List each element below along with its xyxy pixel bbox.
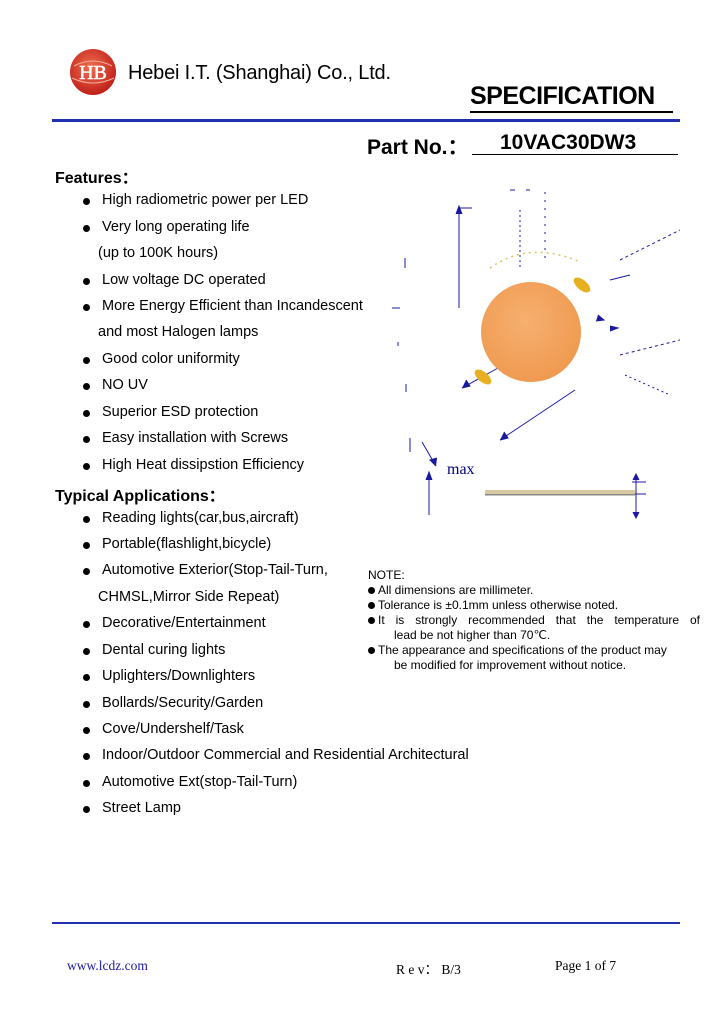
- document-title: SPECIFICATION: [470, 82, 655, 110]
- part-number-underline: [472, 154, 678, 155]
- feature-item: Easy installation with Screws: [82, 430, 289, 446]
- note-item: All dimensions are millimeter.: [368, 583, 700, 598]
- logo-text: HB: [79, 62, 107, 84]
- application-item: Portable(flashlight,bicycle): [82, 536, 272, 552]
- part-number-label: Part No.：: [367, 136, 469, 159]
- dimension-max-label: max: [447, 461, 475, 478]
- header-divider: [52, 119, 680, 122]
- feature-item: High Heat dissipstion Efficiency: [82, 457, 305, 473]
- applications-heading: Typical Applications：: [55, 488, 225, 505]
- application-item: Automotive Ext(stop-Tail-Turn): [82, 774, 298, 790]
- notes-block: NOTE: All dimensions are millimeter. Tol…: [368, 568, 700, 673]
- footer-website-link[interactable]: www.lcdz.com: [67, 958, 148, 973]
- feature-item: Good color uniformity: [83, 351, 240, 367]
- part-number-value: 10VAC30DW3: [500, 131, 637, 154]
- application-item: Uplighters/Downlighters: [82, 668, 256, 684]
- feature-item-continuation: and most Halogen lamps: [98, 324, 259, 340]
- application-item: Bollards/Security/Garden: [82, 695, 264, 711]
- feature-item: NO UV: [83, 377, 148, 393]
- application-item: Street Lamp: [83, 800, 181, 816]
- company-name: Hebei I.T. (Shanghai) Co., Ltd.: [128, 62, 391, 84]
- application-item: Dental curing lights: [82, 642, 226, 658]
- feature-item: Low voltage DC operated: [83, 272, 266, 288]
- features-heading: Features：: [55, 170, 138, 187]
- company-logo: HB: [68, 48, 118, 96]
- feature-item-continuation: (up to 100K hours): [98, 245, 219, 261]
- note-item: The appearance and specifications of the…: [368, 643, 700, 658]
- notes-heading: NOTE:: [368, 568, 405, 582]
- feature-item: Superior ESD protection: [82, 404, 259, 420]
- note-item-continuation: lead be not higher than 70℃.: [394, 628, 551, 642]
- led-dimension-drawing: [380, 180, 681, 520]
- footer-page-number: Page 1 of 7: [555, 958, 617, 973]
- feature-item: Very long operating life: [83, 219, 250, 235]
- title-underline: [470, 111, 673, 113]
- application-item: Indoor/Outdoor Commercial and Residentia…: [83, 747, 469, 763]
- application-item-continuation: CHMSL,Mirror Side Repeat): [98, 589, 280, 605]
- note-item: It is strongly recommended that the temp…: [368, 613, 700, 628]
- application-item: Reading lights(car,bus,aircraft): [83, 510, 299, 526]
- feature-item: More Energy Efficient than Incandescent: [83, 298, 363, 314]
- application-item: Automotive Exterior(Stop-Tail-Turn,: [83, 562, 328, 578]
- note-item: Tolerance is ±0.1mm unless otherwise not…: [368, 598, 700, 613]
- application-item: Decorative/Entertainment: [83, 615, 266, 631]
- application-item: Cove/Undershelf/Task: [83, 721, 244, 737]
- feature-item: High radiometric power per LED: [82, 192, 309, 208]
- footer-divider: [52, 922, 680, 924]
- note-item-continuation: be modified for improvement without noti…: [394, 658, 627, 672]
- footer-revision: R e v： B/3: [396, 962, 461, 977]
